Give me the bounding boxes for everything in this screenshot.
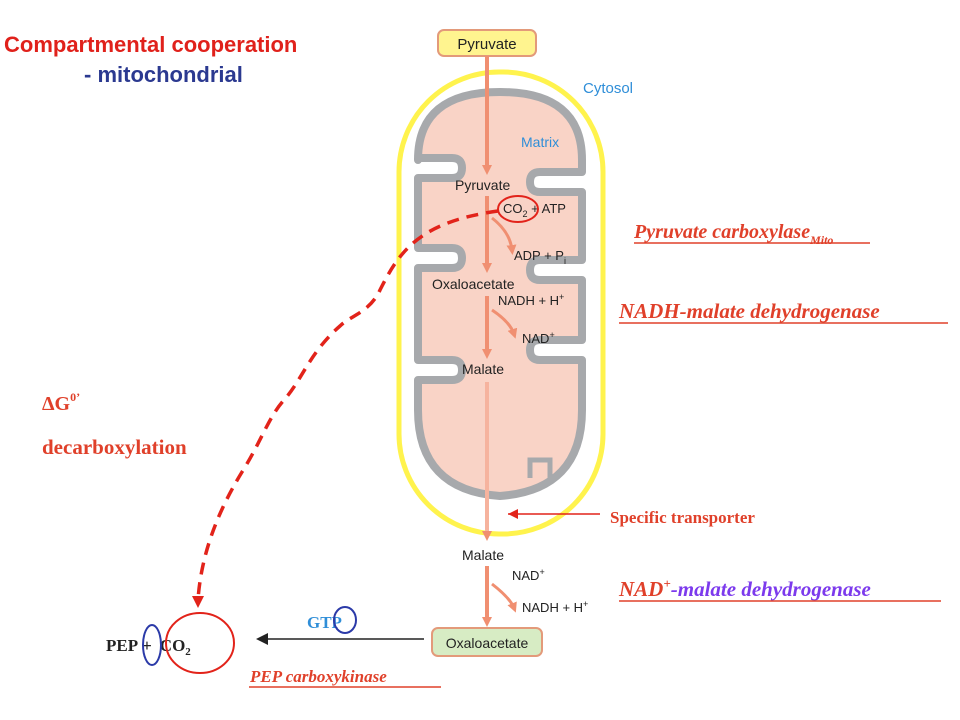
matrix-label: Matrix <box>521 134 559 150</box>
nadh-h-label-cytosol: NADH + H+ <box>522 599 588 615</box>
atp-adp-curved-arrow <box>491 216 517 255</box>
nadh-h-label-matrix: NADH + H+ <box>498 292 564 308</box>
nad-malate-dh-label: NAD+-malate dehydrogenase <box>618 576 871 601</box>
oxaloacetate-label-matrix: Oxaloacetate <box>432 276 515 292</box>
oxaloacetate-box <box>431 627 543 657</box>
co2-red-circle <box>165 612 235 674</box>
gtp-p-circle <box>333 606 357 634</box>
mitochondrion-inner-membrane <box>414 88 586 500</box>
pep-co2-label: PEP+CO2 <box>106 636 191 658</box>
delta-g-label: ΔG0’ <box>42 390 80 415</box>
cytosol-label: Cytosol <box>583 80 633 97</box>
adp-pi-label: ADP + Pi <box>514 248 566 266</box>
pyruvate-label-top: Pyruvate <box>457 36 516 53</box>
decarboxylation-dashed-arrow <box>192 209 499 608</box>
cristae-tab <box>527 457 553 478</box>
nadh-nad-curved-arrow <box>491 308 518 339</box>
title-line-1: Compartmental cooperation <box>4 32 297 57</box>
malate-label-matrix: Malate <box>462 361 504 377</box>
pep-blue-circle <box>142 624 162 666</box>
oxaloacetate-label-cytosol: Oxaloacetate <box>446 635 529 651</box>
decarboxylation-label: decarboxylation <box>42 435 187 459</box>
nadh-malate-dh-label: NADH-malate dehydrogenase <box>618 299 880 323</box>
nad-nadh-curved-arrow <box>491 582 517 613</box>
pep-carboxykinase-label: PEP carboxykinase <box>249 667 387 686</box>
pyruvate-label-matrix: Pyruvate <box>455 177 510 193</box>
title-line-2: - mitochondrial <box>84 62 243 87</box>
malate-label-cytosol: Malate <box>462 547 504 563</box>
nad-label-cytosol: NAD+ <box>512 567 545 583</box>
co2-circle <box>497 195 539 223</box>
specific-transporter-label: Specific transporter <box>610 508 755 527</box>
nad-label-matrix: NAD+ <box>522 330 555 346</box>
transporter-arrowhead <box>508 509 518 519</box>
